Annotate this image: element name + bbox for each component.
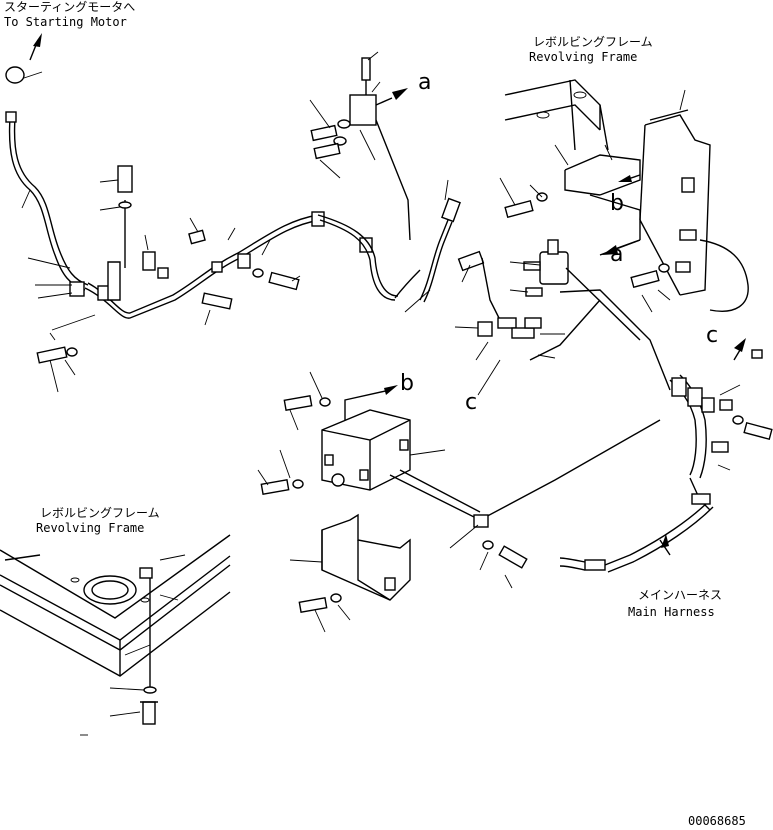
starting-motor-label-en: To Starting Motor [4, 15, 127, 29]
main-harness [559, 493, 714, 573]
right-harness-block [669, 338, 773, 511]
revolving-frame-top-label-jp: レボルビングフレーム [533, 35, 653, 49]
ref-letter-a-top: a [418, 70, 432, 95]
left-harness-run [27, 165, 399, 393]
inset-revolving-frame [0, 534, 231, 736]
ref-letter-b-center: b [400, 371, 414, 396]
center-cables [394, 179, 565, 396]
ref-letter-c-right: c [706, 323, 719, 348]
ref-letter-a-right: a [610, 242, 624, 267]
starting-motor-label-jp: スターティングモータへ [4, 0, 136, 14]
controller-box [257, 371, 661, 589]
ref-letter-c-center: c [465, 390, 478, 415]
main-harness-label-en: Main Harness [628, 605, 715, 619]
starting-motor-cable [5, 33, 89, 291]
drawing-number: 00068685 [688, 814, 746, 828]
relay-top [309, 51, 411, 241]
main-harness-label-jp: メインハーネス [638, 588, 723, 602]
mounting-bracket [289, 513, 411, 633]
right-frame-assembly [499, 79, 749, 391]
ref-letter-b-right: b [610, 191, 624, 216]
revolving-frame-inset-label-en: Revolving Frame [36, 521, 145, 535]
revolving-frame-inset-label-jp: レボルビングフレーム [40, 506, 160, 520]
revolving-frame-top-label-en: Revolving Frame [529, 50, 638, 64]
